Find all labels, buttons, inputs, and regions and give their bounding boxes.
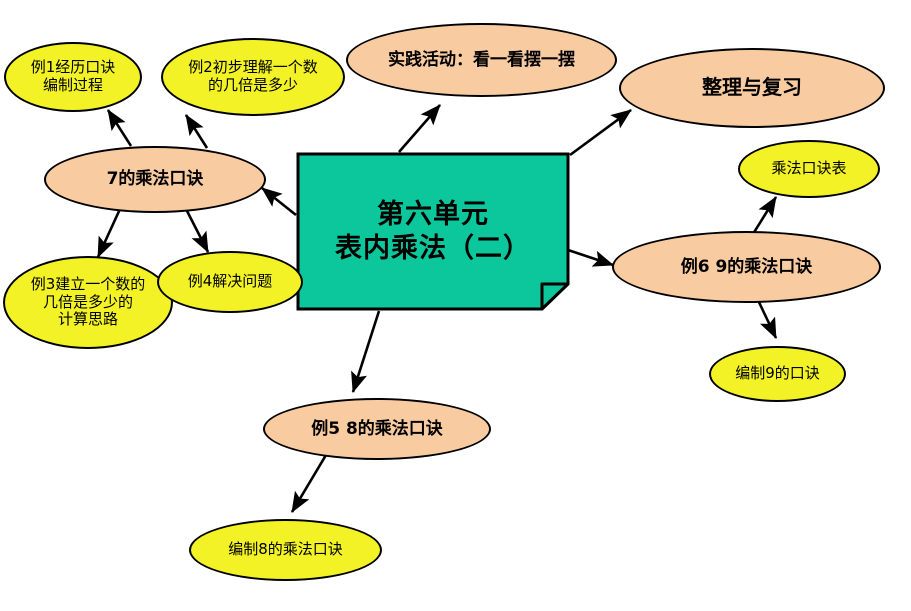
node-label: 乘法口诀表 <box>771 159 847 178</box>
center-node-unit6[interactable]: 第六单元 表内乘法（二） <box>296 152 570 311</box>
node-example1-koujue-process[interactable]: 例1经历口诀 编制过程 <box>4 42 142 112</box>
node-label: 例1经历口诀 编制过程 <box>30 58 116 94</box>
edge-center-to-zhengli <box>569 108 632 157</box>
edge-center-to-shijian <box>398 104 441 153</box>
edge-li5-to-bianzhi8 <box>290 454 328 513</box>
center-node-line2: 表内乘法（二） <box>335 232 531 264</box>
node-label: 例6 9的乘法口诀 <box>680 256 813 277</box>
node-review-and-organize[interactable]: 整理与复习 <box>619 48 885 128</box>
node-label: 编制8的乘法口诀 <box>228 540 343 559</box>
node-multiplication-table-7[interactable]: 7的乘法口诀 <box>44 146 266 213</box>
center-node-line1: 第六单元 <box>377 198 489 230</box>
node-label: 7的乘法口诀 <box>106 169 204 190</box>
edge-qi-to-li1 <box>106 109 133 147</box>
edge-center-to-li5 <box>351 310 381 393</box>
node-example3-calculation-idea[interactable]: 例3建立一个数的 几倍是多少的 计算思路 <box>3 256 173 349</box>
node-label: 例3建立一个数的 几倍是多少的 计算思路 <box>30 274 146 329</box>
edge-center-to-qi <box>261 186 297 217</box>
node-example4-solve-problem[interactable]: 例4解决问题 <box>157 251 303 313</box>
edge-li6-to-koujuebiao <box>751 196 778 235</box>
node-compile-table-9[interactable]: 编制9的口诀 <box>709 346 846 402</box>
node-label: 例5 8的乘法口诀 <box>311 418 443 439</box>
edge-qi-to-li3 <box>96 208 122 258</box>
node-example6-table-9[interactable]: 例6 9的乘法口诀 <box>612 231 881 303</box>
node-multiplication-table-chart[interactable]: 乘法口诀表 <box>738 140 880 198</box>
node-label: 例4解决问题 <box>187 272 273 291</box>
edge-li6-to-bianzhi9 <box>755 297 778 339</box>
node-label: 例2初步理解一个数 的几倍是多少 <box>188 58 318 94</box>
node-example2-multiple-of-number[interactable]: 例2初步理解一个数 的几倍是多少 <box>161 38 345 116</box>
node-label: 整理与复习 <box>702 75 802 100</box>
node-practice-activity[interactable]: 实践活动：看一看摆一摆 <box>346 23 617 97</box>
center-node-label: 第六单元 表内乘法（二） <box>296 152 570 311</box>
node-example5-table-8[interactable]: 例5 8的乘法口诀 <box>263 398 491 460</box>
edge-qi-to-li2 <box>184 114 209 149</box>
node-label: 编制9的口诀 <box>735 364 820 383</box>
node-compile-table-8[interactable]: 编制8的乘法口诀 <box>189 519 382 581</box>
edge-qi-to-li4 <box>184 208 210 253</box>
node-label: 实践活动：看一看摆一摆 <box>388 49 575 70</box>
